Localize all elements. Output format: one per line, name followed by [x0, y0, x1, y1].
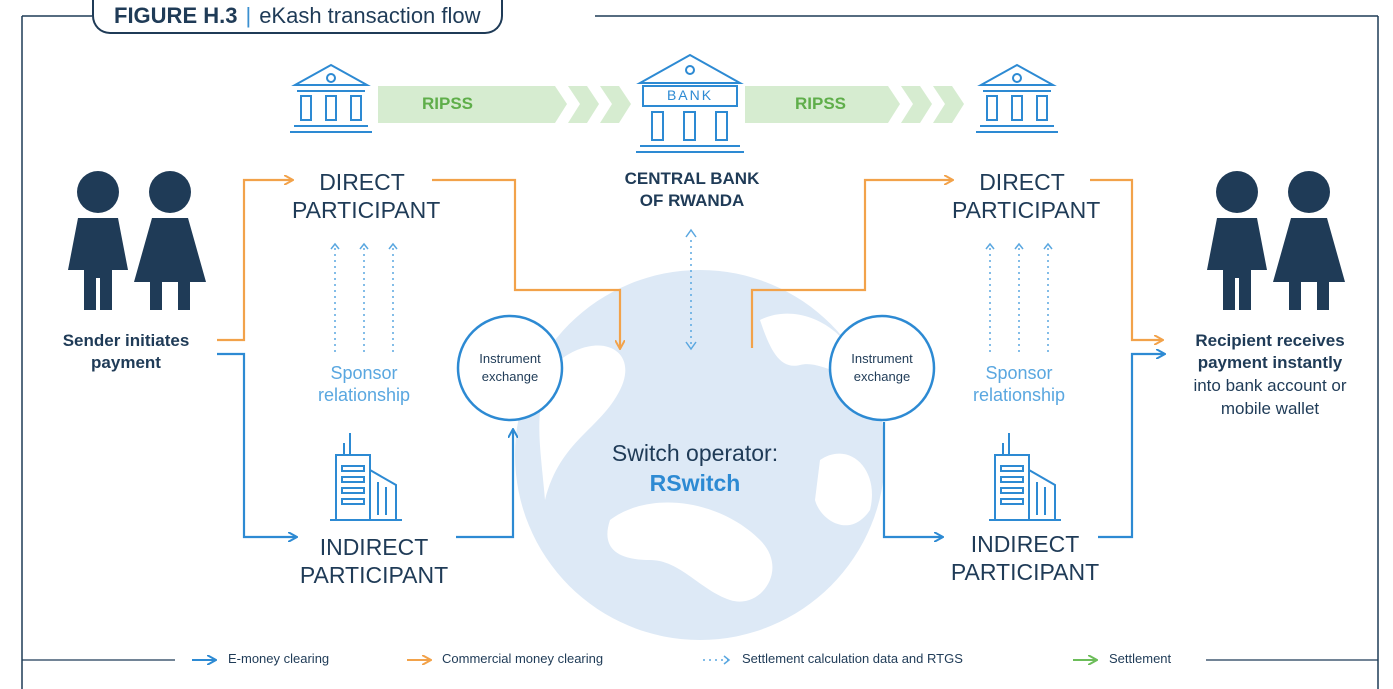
legend-emoney-clearing: E-money clearing [228, 651, 330, 666]
instrument-exchange-circle-left [456, 314, 564, 422]
bank-word: BANK [666, 87, 714, 103]
sender-line2: payment [91, 353, 161, 372]
recipient-line3: into bank account or [1193, 376, 1347, 395]
indirect-participant-right: INDIRECT PARTICIPANT [945, 530, 1105, 586]
sponsor-left-line1: Sponsor [330, 363, 398, 383]
dotted-sponsor-arrows-left [330, 242, 398, 352]
switch-operator-name: RSwitch [649, 470, 741, 496]
instrument-right-line1: Instrument [851, 351, 913, 366]
direct-participant-left-line2: PARTICIPANT [292, 197, 441, 223]
legend-commercial-money-clearing: Commercial money clearing [442, 651, 604, 666]
recipient-line1: Recipient receives [1195, 331, 1345, 350]
figure-title: eKash transaction flow [259, 3, 481, 28]
direct-participant-right: DIRECT PARTICIPANT [952, 168, 1101, 224]
bank-icon-left [290, 63, 372, 133]
recipient-label: Recipient receives payment instantly int… [1170, 330, 1370, 420]
dotted-central-bank-arrow [685, 228, 697, 351]
sponsor-relationship-right: Sponsor relationship [949, 362, 1089, 406]
globe-icon [515, 270, 885, 640]
instrument-right-line2: exchange [853, 369, 911, 384]
recipient-line4: mobile wallet [1220, 399, 1320, 418]
ripss-label-right: RIPSS [795, 94, 847, 113]
instrument-exchange-left: Instrument exchange [460, 350, 560, 386]
direct-participant-left: DIRECT PARTICIPANT [292, 168, 441, 224]
indirect-participant-left: INDIRECT PARTICIPANT [294, 533, 454, 589]
figure-title-pill: FIGURE H.3 | eKash transaction flow [92, 0, 503, 34]
instrument-exchange-circle-right [828, 314, 936, 422]
instrument-left-line2: exchange [481, 369, 539, 384]
instrument-exchange-right: Instrument exchange [832, 350, 932, 386]
sender-label: Sender initiates payment [36, 330, 216, 374]
central-bank-line1: CENTRAL BANK [624, 169, 760, 188]
people-icon-left [68, 171, 206, 310]
sponsor-left-line2: relationship [317, 385, 411, 405]
people-icon-right [1207, 171, 1345, 310]
central-bank-line2: OF RWANDA [639, 191, 745, 210]
office-building-icon-right [989, 433, 1061, 521]
central-bank-label: CENTRAL BANK OF RWANDA [592, 168, 792, 212]
figure-frame [21, 15, 1379, 689]
recipient-line2: payment instantly [1197, 353, 1343, 372]
switch-operator-label: Switch operator: [611, 440, 779, 466]
instrument-left-line1: Instrument [479, 351, 541, 366]
sender-line1: Sender initiates [62, 331, 190, 350]
sponsor-right-line1: Sponsor [985, 363, 1053, 383]
direct-participant-right-line2: PARTICIPANT [952, 197, 1101, 223]
indirect-participant-left-line1: INDIRECT [319, 534, 429, 560]
ripss-label-left: RIPSS [422, 94, 474, 113]
central-bank-icon [636, 53, 744, 153]
ripss-band-right [745, 86, 964, 123]
direct-participant-right-line1: DIRECT [979, 169, 1065, 195]
indirect-participant-left-line2: PARTICIPANT [299, 562, 449, 588]
emoney-clearing-flows [217, 354, 1164, 537]
indirect-participant-right-line1: INDIRECT [970, 531, 1080, 557]
commercial-clearing-flows [217, 180, 1162, 348]
sponsor-relationship-left: Sponsor relationship [294, 362, 434, 406]
direct-participant-left-line1: DIRECT [319, 169, 405, 195]
figure-number: FIGURE H.3 [114, 3, 238, 28]
switch-operator: Switch operator: RSwitch [580, 438, 810, 498]
office-building-icon-left [330, 433, 402, 521]
legend-settlement: Settlement [1109, 651, 1172, 666]
title-separator: | [245, 3, 252, 28]
bank-icon-right [976, 63, 1058, 133]
sponsor-right-line2: relationship [972, 385, 1066, 405]
dotted-sponsor-arrows-right [985, 242, 1053, 352]
indirect-participant-right-line2: PARTICIPANT [950, 559, 1100, 585]
legend-settlement-calculation: Settlement calculation data and RTGS [742, 651, 963, 666]
ripss-band-left [378, 86, 631, 123]
